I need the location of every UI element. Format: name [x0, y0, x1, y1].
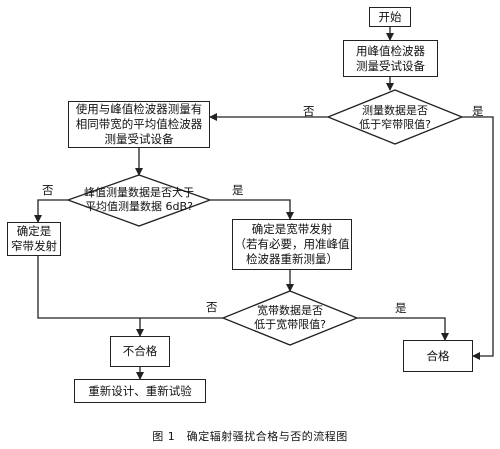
measure-peak-node: 用峰值检波器 测量受试设备 [343, 40, 438, 77]
redesign-node: 重新设计、重新试验 [74, 379, 206, 403]
start-node: 开始 [369, 7, 411, 27]
broadband-node: 确定是宽带发射 （若有必要，用准峰值 检波器重新测量） [232, 219, 352, 270]
edge-label-narrow-no: 否 [303, 104, 315, 118]
decision-broad-limit-text: 宽带数据是否 低于宽带限值? [254, 304, 326, 331]
edge-label-broad-no: 否 [206, 300, 218, 314]
decision-peak-vs-avg-text: 峰值测量数据是否大于 平均值测量数据 6dB? [84, 186, 194, 213]
decision-peak-vs-avg-shape [66, 174, 212, 227]
decision-narrow-limit-text: 测量数据是否 低于窄带限值? [359, 104, 431, 131]
decision-narrow-limit-shape [326, 89, 464, 145]
narrowband-node: 确定是 窄带发射 [7, 222, 61, 256]
measure-average-node: 使用与峰值检波器测量有 相同带宽的平均值检波器 测量受试设备 [68, 101, 210, 148]
edge-narrow-yes [462, 116, 494, 360]
edge-peak-avg-yes [210, 199, 294, 220]
edge-broad-yes [357, 317, 449, 341]
edge-label-peak-avg-yes: 是 [232, 183, 244, 197]
fail-node: 不合格 [110, 336, 170, 367]
edge-narrowband-to-fail [37, 256, 144, 337]
figure-caption: 图 1 确定辐射骚扰合格与否的流程图 [152, 430, 348, 443]
edge-label-broad-yes: 是 [395, 301, 407, 315]
pass-node: 合格 [403, 340, 473, 372]
decision-broad-limit-shape [221, 290, 359, 346]
edge-label-narrow-yes: 是 [472, 104, 484, 118]
edge-label-peak-avg-no: 否 [42, 183, 54, 197]
edge-peak-avg-no [34, 199, 68, 223]
